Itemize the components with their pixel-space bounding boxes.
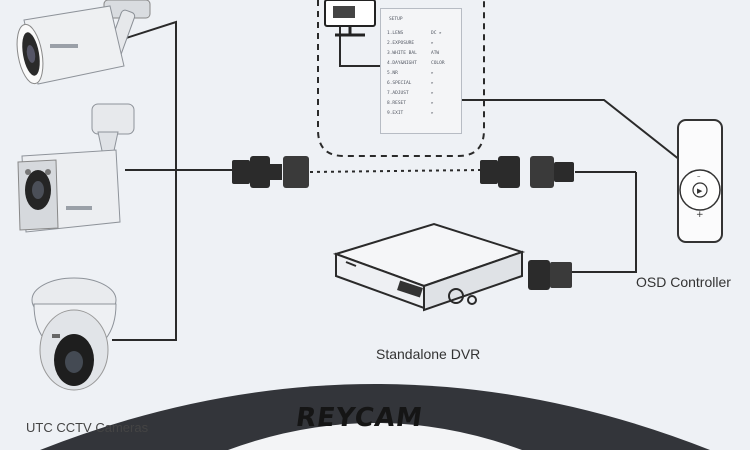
box-camera-icon[interactable] [17,103,135,233]
footer-center-plate [228,423,522,450]
osd-menu-item: 8.RESET▸ [387,101,434,106]
footer-arc [40,384,710,450]
osd-controller-label: OSD Controller [636,274,731,290]
camera-bus-wires [112,12,681,341]
osd-controller-icon[interactable]: ▶ – + [677,119,723,243]
svg-text:+: + [696,210,704,220]
bullet-camera-icon[interactable] [13,0,151,86]
monitor-group [317,0,485,157]
osd-menu-item: 7.ADJUST▸ [387,91,434,96]
osd-menu-item: 5.NR▸ [387,71,434,76]
dvr-label: Standalone DVR [376,346,481,362]
dvr-icon[interactable] [332,222,526,312]
bnc-connector-icon [480,156,574,188]
svg-text:–: – [697,172,701,180]
osd-menu-item: 2.EXPOSURE▸ [387,41,434,46]
bnc-connector-icon [528,260,572,290]
osd-menu-title: SETUP [389,17,403,22]
brand-logo: REYCAM [293,403,425,433]
svg-text:▶: ▶ [697,187,703,195]
monitor-icon [324,0,376,37]
osd-menu-item: 9.EXIT▸ [387,111,434,116]
dome-camera-icon[interactable] [31,277,117,391]
bnc-connector-icon [232,156,309,188]
cameras-label: UTC CCTV Cameras [26,420,149,435]
osd-menu-item: 6.SPECIAL▸ [387,81,434,86]
